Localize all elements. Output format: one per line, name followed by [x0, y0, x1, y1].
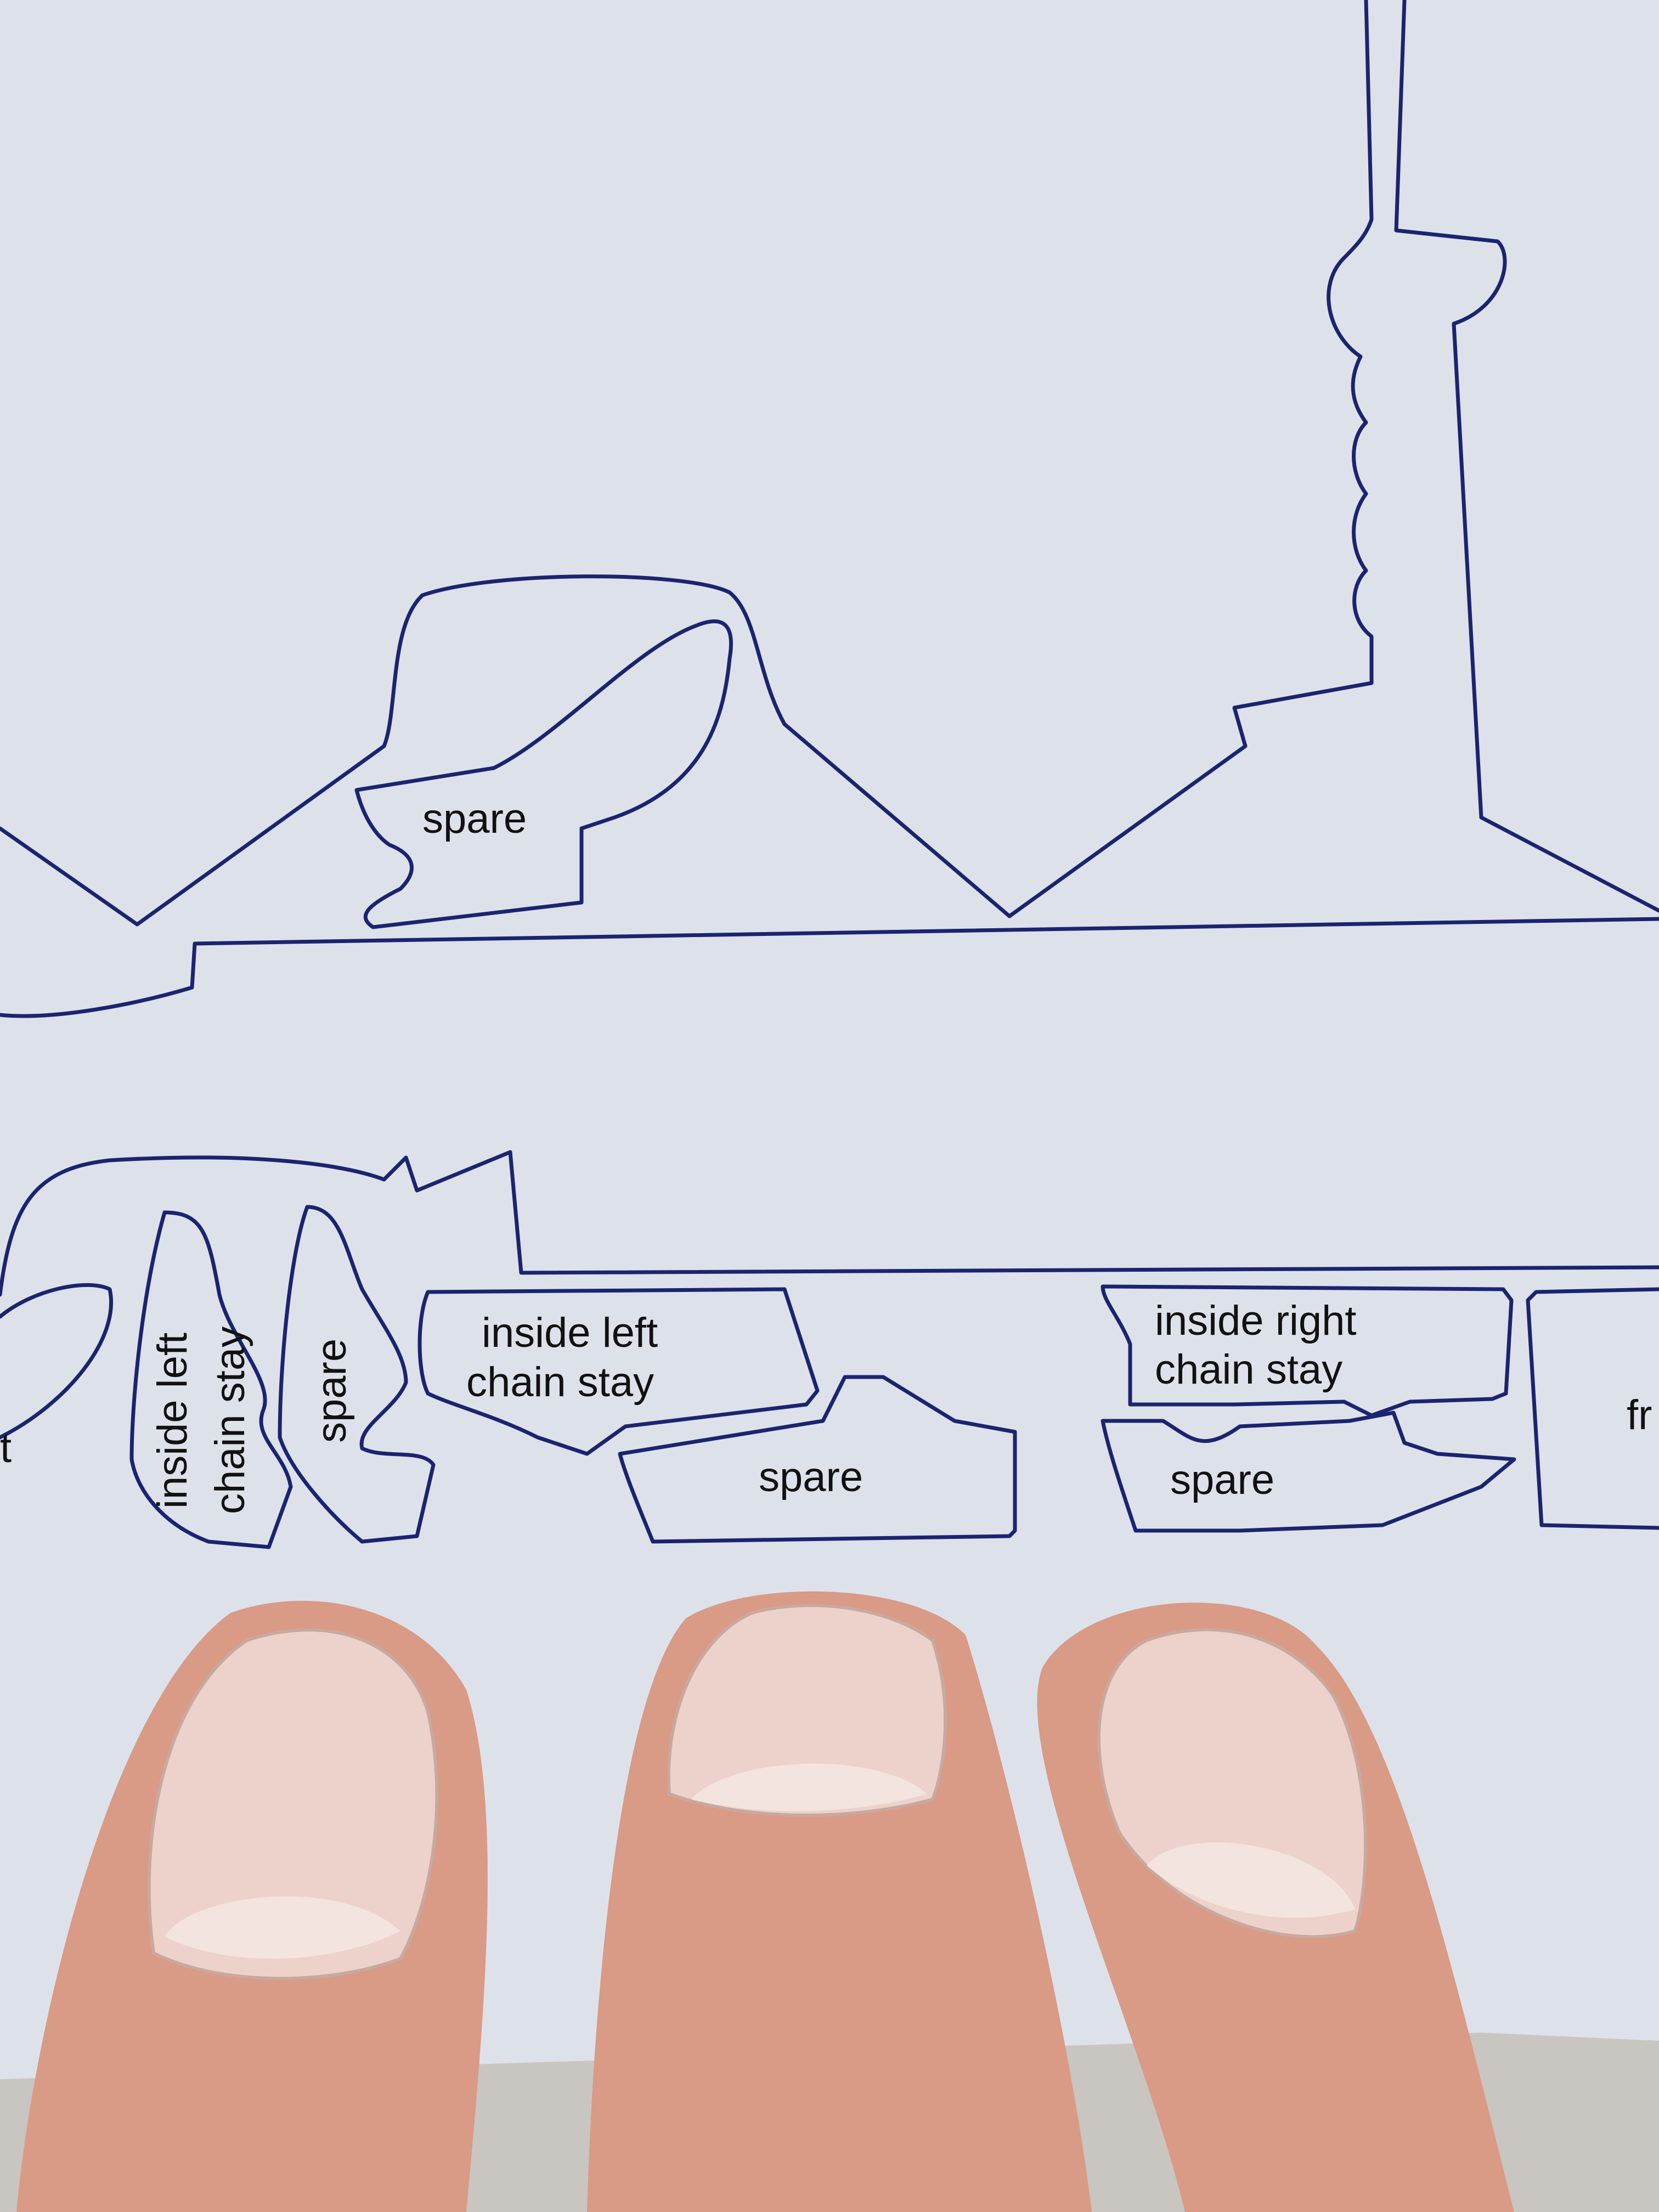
- piece-spare-middle: [618, 1375, 1017, 1544]
- label-inside-left-1: inside left: [482, 1310, 658, 1356]
- label-inside-right-1: inside right: [1155, 1297, 1357, 1344]
- frame-outline-baseline: [0, 917, 1659, 1018]
- label-partial-left: t: [0, 1425, 12, 1471]
- spare-piece-top: [354, 619, 733, 929]
- paper-sheet: [0, 0, 1659, 2079]
- piece-spare-vertical: [278, 1205, 436, 1544]
- label-inside-left-2: chain stay: [466, 1359, 654, 1406]
- label-inside-right-2: chain stay: [1155, 1346, 1342, 1393]
- piece-left-edge: [0, 1283, 113, 1440]
- label-spare-middle: spare: [759, 1454, 863, 1500]
- piece-inside-left-chain-stay-vertical: [129, 1210, 293, 1549]
- finger-left: [16, 1600, 488, 2212]
- finger-middle: [587, 1591, 1092, 2212]
- label-spare-vertical: spare: [308, 1339, 355, 1443]
- label-partial-right: fr: [1627, 1392, 1652, 1438]
- finger-right: [1037, 1602, 1514, 2212]
- piece-right-edge: [1526, 1287, 1659, 1530]
- piece-inside-left-chain-stay: [417, 1287, 820, 1456]
- piece-inside-right-chain-stay: [1101, 1284, 1514, 1418]
- fingernail-left: [147, 1628, 439, 1980]
- label-inside-left-vertical-2: chain stay: [207, 1327, 253, 1514]
- frame-outline-lower: [0, 1150, 1659, 1297]
- label-inside-left-vertical-1: inside left: [149, 1333, 196, 1509]
- label-spare-right: spare: [1170, 1457, 1274, 1503]
- piece-spare-right: [1101, 1410, 1516, 1533]
- fingernail-middle: [667, 1604, 947, 1817]
- label-spare-top: spare: [422, 795, 527, 842]
- frame-outline-upper: [0, 0, 1374, 927]
- frame-outline-tube: [1394, 0, 1659, 913]
